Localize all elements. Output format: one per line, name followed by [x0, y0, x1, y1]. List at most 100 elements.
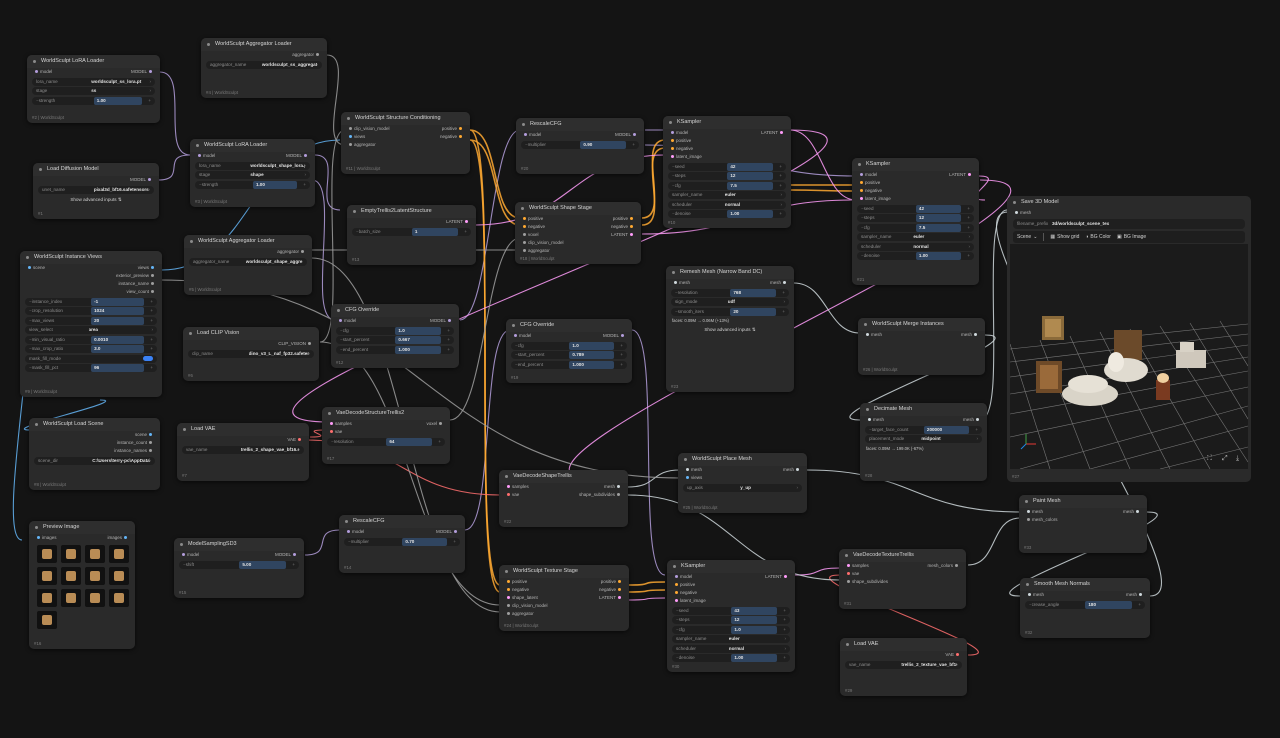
node-title[interactable]: VaeDecodeTextureTrellis [839, 549, 966, 562]
increment-icon[interactable]: + [967, 224, 970, 230]
input-slot[interactable]: latent_image [858, 195, 891, 203]
decrement-icon[interactable]: − [676, 617, 679, 622]
output-slot[interactable]: shape_subdivides [579, 491, 622, 499]
decrement-icon[interactable]: − [1029, 601, 1032, 607]
node-title[interactable]: Smooth Mesh Normals [1020, 578, 1150, 591]
input-slot[interactable]: model [522, 131, 541, 139]
filename-prefix-field[interactable]: filename_prefix 3d/worldsculpt_scene_tex [1013, 219, 1245, 229]
link-wire[interactable] [311, 179, 336, 321]
preview-thumbnail[interactable] [37, 567, 57, 585]
output-slot[interactable]: LATENT [611, 231, 635, 239]
chevron-icon[interactable]: › [784, 645, 786, 651]
output-slot[interactable]: LATENT [761, 129, 785, 137]
decrement-icon[interactable]: − [676, 607, 679, 613]
chevron-icon[interactable]: › [301, 258, 303, 264]
bg-image-button[interactable]: ▣BG Image [1116, 234, 1147, 240]
increment-icon[interactable]: + [292, 561, 295, 567]
increment-icon[interactable]: + [783, 626, 786, 632]
increment-icon[interactable]: + [779, 182, 782, 188]
link-wire[interactable] [469, 129, 521, 219]
preview-thumbnail[interactable] [85, 589, 105, 607]
decrement-icon[interactable]: − [183, 561, 186, 567]
input-slot[interactable]: negative [673, 589, 697, 597]
link-wire[interactable] [159, 71, 191, 156]
output-slot[interactable]: MODEL [286, 152, 309, 160]
output-slot[interactable]: instance_count [117, 439, 154, 447]
increment-icon[interactable]: + [783, 607, 786, 613]
preview-thumbnail[interactable] [37, 611, 57, 629]
link-wire[interactable] [641, 139, 666, 219]
increment-icon[interactable]: + [453, 538, 456, 544]
widget-scene-dir[interactable]: scene_dirC:\Users\terry-pc\AppData\Local… [34, 456, 155, 465]
input-slot[interactable]: model [673, 573, 692, 581]
increment-icon[interactable]: + [967, 215, 970, 220]
save-3d-model-node[interactable]: Save 3D Model mesh filename_prefix 3d/wo… [1007, 196, 1251, 482]
input-slot[interactable]: shape_latent [505, 594, 538, 602]
node-title[interactable]: WorldSculpt Load Scene [29, 418, 160, 431]
increment-icon[interactable]: + [620, 342, 623, 348]
chevron-icon[interactable]: › [796, 484, 798, 490]
increment-icon[interactable]: + [150, 298, 153, 304]
chevron-icon[interactable]: › [151, 327, 153, 332]
increment-icon[interactable]: + [464, 228, 467, 234]
node-title[interactable]: WorldSculpt Aggregator Loader [184, 235, 312, 248]
increment-icon[interactable]: + [447, 337, 450, 342]
input-slot[interactable]: mesh [1026, 591, 1044, 599]
output-slot[interactable]: mesh [963, 416, 981, 424]
link-wire[interactable] [627, 597, 666, 601]
node-title[interactable]: RescaleCFG [516, 118, 644, 131]
output-slot[interactable]: mesh [1123, 508, 1141, 516]
widget-vae-name[interactable]: vae_nametrellis_2_texture_vae_bf16.saf..… [845, 660, 962, 669]
scene-dropdown[interactable]: Scene⌄ [1017, 234, 1038, 240]
input-slot[interactable]: model [669, 129, 688, 137]
output-slot[interactable]: LATENT [765, 573, 789, 581]
node-title[interactable]: RescaleCFG [339, 515, 465, 528]
output-slot[interactable]: CLIP_VISION [278, 340, 313, 348]
increment-icon[interactable]: + [150, 346, 153, 351]
input-slot[interactable]: scene [26, 264, 45, 272]
output-slot[interactable]: MODEL [430, 317, 453, 325]
input-slot[interactable]: model [345, 528, 364, 536]
node-title[interactable]: EmptyTrellis2LatentStructure [347, 205, 476, 218]
increment-icon[interactable]: + [447, 327, 450, 333]
preview-thumbnail[interactable] [85, 567, 105, 585]
input-slot[interactable]: model [180, 551, 199, 559]
node-title[interactable]: Decimate Mesh [860, 403, 987, 416]
node-title[interactable]: Load Diffusion Model [33, 163, 159, 176]
preview-thumbnail[interactable] [37, 589, 57, 607]
link-wire[interactable] [627, 589, 666, 593]
node-title[interactable]: WorldSculpt LoRA Loader [190, 139, 315, 152]
input-slot[interactable]: model [33, 68, 52, 76]
output-slot[interactable]: negative [599, 586, 623, 594]
output-slot[interactable]: MODEL [131, 68, 154, 76]
input-slot[interactable]: model [512, 332, 531, 340]
output-slot[interactable]: mesh [961, 331, 979, 339]
increment-icon[interactable]: + [150, 308, 153, 313]
link-wire[interactable] [789, 129, 857, 201]
